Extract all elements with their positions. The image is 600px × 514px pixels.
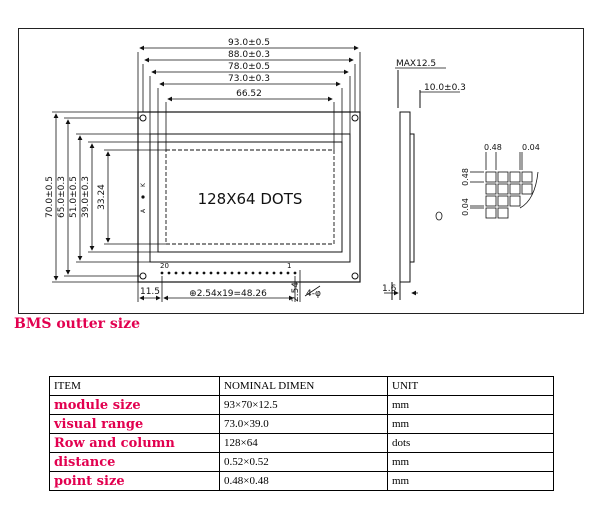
bottom-dimensions [137, 270, 321, 302]
viewing-area [157, 141, 343, 253]
display-label: 128X64 DOTS [198, 190, 303, 208]
table-header-row: ITEM NOMINAL DIMEN UNIT [49, 376, 554, 396]
row-value: 93×70×12.5 [219, 395, 388, 415]
row-unit: mm [387, 471, 554, 491]
table-header-item: ITEM [49, 376, 220, 396]
dot-size-label-4: 0.04 [461, 198, 470, 216]
table-row: Row and column 128×64 dots [49, 433, 554, 453]
pin-20-label: 20 [160, 262, 169, 270]
dim-height-1: 70.0±0.5 [45, 176, 55, 218]
dim-width-2: 88.0±0.3 [228, 50, 270, 60]
dim-height-4: 39.0±0.3 [81, 176, 91, 218]
backlight-k-label: K [140, 182, 147, 187]
dim-depth: 10.0±0.3 [424, 83, 466, 93]
dim-hole: 4-φ [306, 289, 321, 299]
height-dimensions [52, 111, 166, 283]
caption-title: BMS outter size [14, 316, 140, 332]
dot-size-label-3: 0.48 [461, 168, 470, 186]
mount-hole-icon [351, 114, 359, 122]
table-header-unit: UNIT [387, 376, 554, 396]
row-unit: mm [387, 452, 554, 472]
pin-header [160, 271, 297, 275]
dim-pin-span: ⊕2.54x19=48.26 [189, 289, 267, 299]
row-unit: mm [387, 395, 554, 415]
side-view [384, 67, 460, 300]
dot-detail [470, 152, 539, 219]
dim-height-5: 33.24 [97, 184, 107, 210]
pin-1-label: 1 [287, 262, 291, 270]
dim-width-5: 66.52 [236, 89, 262, 99]
row-unit: mm [387, 414, 554, 434]
table-header-value: NOMINAL DIMEN [219, 376, 388, 396]
row-value: 0.52×0.52 [219, 452, 388, 472]
dim-left-offset: 11.5 [140, 287, 160, 297]
table-row: distance 0.52×0.52 mm [49, 452, 554, 472]
dim-pin-pitch: 2.54 [291, 282, 301, 302]
row-item: visual range [49, 414, 220, 434]
spec-table: ITEM NOMINAL DIMEN UNIT module size 93×7… [49, 376, 554, 491]
dim-max-height: MAX12.5 [396, 59, 436, 69]
dim-width-1: 93.0±0.5 [228, 38, 270, 48]
row-unit: dots [387, 433, 554, 453]
backlight-a-label: A [140, 208, 147, 213]
row-item: Row and column [49, 433, 220, 453]
table-row: point size 0.48×0.48 mm [49, 471, 554, 491]
row-value: 73.0×39.0 [219, 414, 388, 434]
dim-height-2: 65.0±0.3 [57, 176, 67, 218]
row-item: point size [49, 471, 220, 491]
detail-circle-icon [435, 211, 443, 221]
dot-size-label-2: 0.04 [522, 143, 540, 152]
row-item: distance [49, 452, 220, 472]
dot-size-label-1: 0.48 [484, 143, 502, 152]
drawing-frame [18, 28, 584, 314]
dim-thickness: 1.6 [382, 284, 397, 294]
active-area [165, 149, 335, 245]
row-value: 128×64 [219, 433, 388, 453]
mount-hole-icon [351, 272, 359, 280]
table-row: visual range 73.0×39.0 mm [49, 414, 554, 434]
bezel-outline [149, 133, 351, 263]
dim-height-3: 51.0±0.5 [69, 176, 79, 218]
dim-width-3: 78.0±0.5 [228, 62, 270, 72]
module-outline [137, 111, 361, 283]
width-dimensions [137, 45, 361, 150]
row-item: module size [49, 395, 220, 415]
table-row: module size 93×70×12.5 mm [49, 395, 554, 415]
backlight-dot-icon [141, 195, 145, 199]
mount-hole-icon [139, 114, 147, 122]
row-value: 0.48×0.48 [219, 471, 388, 491]
mount-hole-icon [139, 272, 147, 280]
dim-width-4: 73.0±0.3 [228, 74, 270, 84]
mechanical-drawing: 93.0±0.5 88.0±0.3 78.0±0.5 73.0±0.3 66.5… [45, 38, 540, 302]
